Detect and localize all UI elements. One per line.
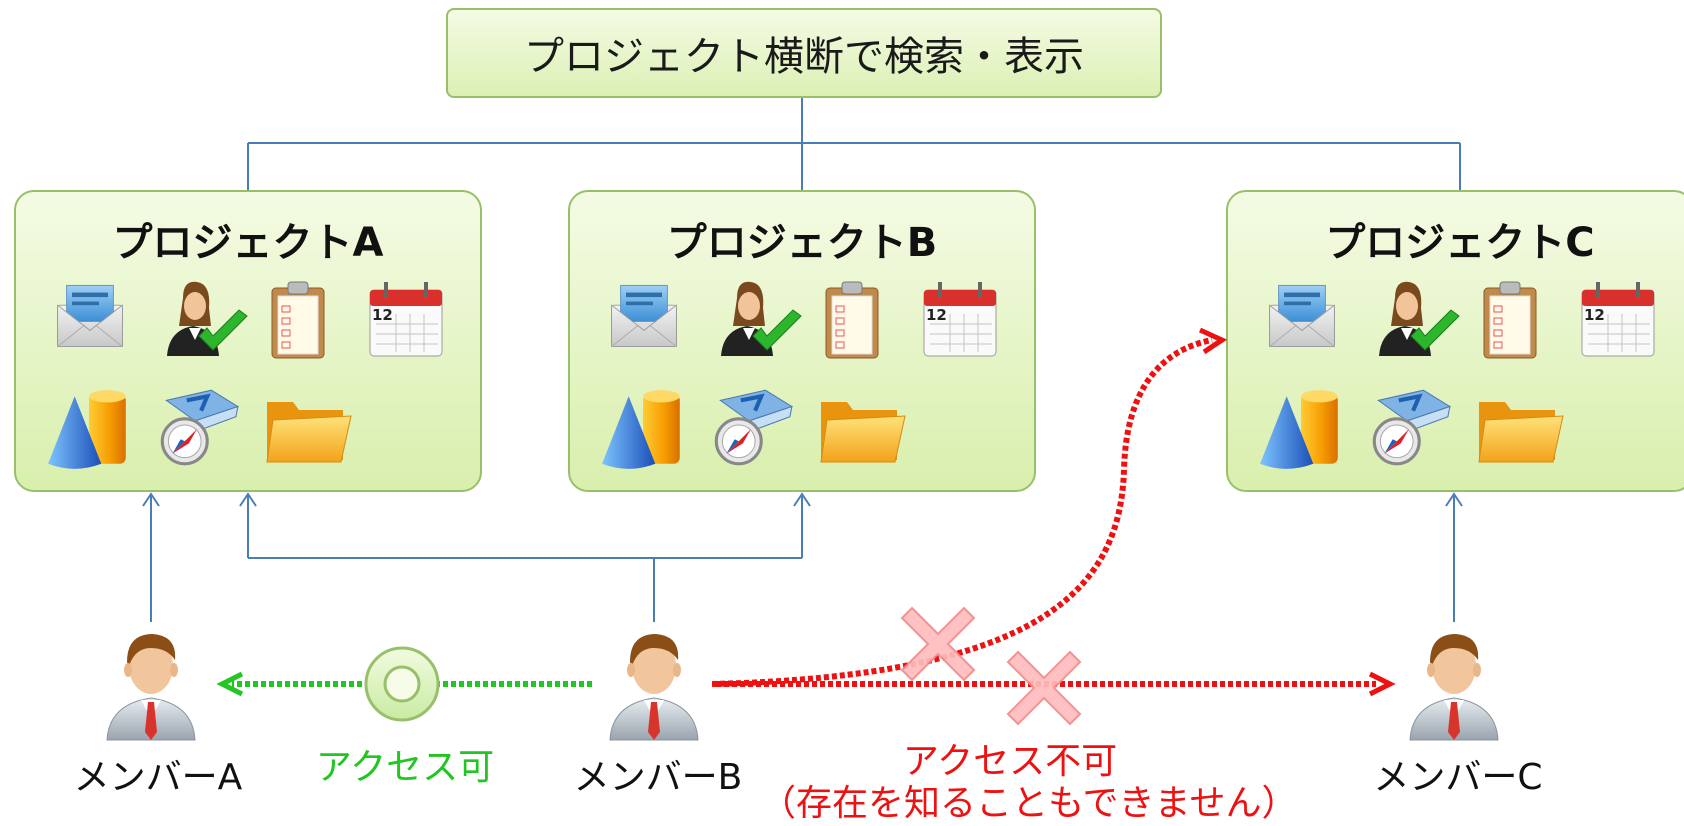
member-b-link-a-head — [239, 492, 257, 507]
cross-icon — [901, 607, 975, 681]
folder-icon — [266, 401, 352, 463]
search-box-label: プロジェクト横断で検索・表示 — [524, 34, 1084, 80]
project-a-title: プロジェクトA — [112, 220, 384, 266]
member-a-link-head — [142, 492, 160, 507]
map-compass-icon — [162, 390, 238, 464]
member-b-name: メンバーB — [573, 757, 743, 798]
calendar-day-c: 12 — [1584, 306, 1605, 324]
user-check-icon — [720, 281, 802, 357]
calendar-day-a: 12 — [372, 306, 393, 324]
shapes-icon — [1260, 390, 1338, 469]
clipboard-icon — [271, 281, 325, 359]
denied-arrowhead-c-member — [1368, 671, 1396, 697]
map-compass-icon — [1374, 390, 1450, 464]
member-c-person-icon — [1409, 633, 1499, 741]
member-c-link-head — [1445, 492, 1463, 507]
map-compass-icon — [716, 390, 792, 464]
mail-icon — [611, 284, 677, 348]
cross-icon — [1007, 651, 1081, 725]
allowed-access-label: アクセス可 — [315, 747, 495, 788]
member-b-link-b-head — [793, 492, 811, 507]
folder-icon — [820, 401, 906, 463]
user-check-icon — [166, 281, 248, 357]
calendar-day-b: 12 — [926, 306, 947, 324]
clipboard-icon — [825, 281, 879, 359]
ok-circle-icon — [364, 646, 440, 722]
folder-icon — [1478, 401, 1564, 463]
project-b-title: プロジェクトB — [666, 220, 938, 266]
mail-icon — [57, 284, 123, 348]
shapes-icon — [48, 390, 126, 469]
denied-access-note: （存在を知ることもできません） — [760, 783, 1298, 824]
project-c-title: プロジェクトC — [1325, 220, 1595, 266]
connectors — [142, 98, 1463, 622]
denied-access-label: アクセス不可 — [902, 741, 1118, 782]
member-a-name: メンバーA — [73, 757, 243, 798]
member-a-person-icon — [106, 633, 196, 741]
denied-arrowhead-c-project — [1198, 327, 1228, 355]
allowed-access-arrow — [216, 671, 592, 697]
member-c-name: メンバーC — [1373, 757, 1543, 798]
user-check-icon — [1378, 281, 1460, 357]
member-b-person-icon — [609, 633, 699, 741]
search-box: プロジェクト横断で検索・表示 — [446, 8, 1162, 98]
clipboard-icon — [1483, 281, 1537, 359]
mail-icon — [1269, 284, 1335, 348]
shapes-icon — [602, 390, 680, 469]
denied-access-arrows — [711, 337, 1376, 687]
